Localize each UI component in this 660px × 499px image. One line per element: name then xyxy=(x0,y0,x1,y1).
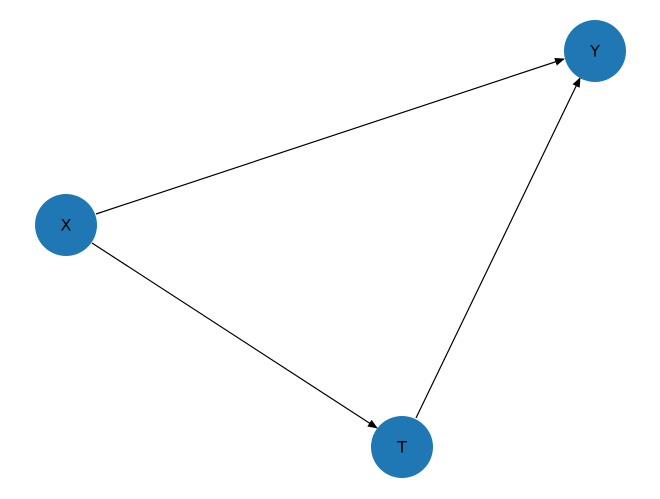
edges-layer xyxy=(91,58,581,429)
edge-x-to-y xyxy=(95,58,565,215)
node-t-label: T xyxy=(396,438,407,457)
node-x-circle xyxy=(35,194,97,256)
node-y: Y xyxy=(564,20,626,82)
edge-x-to-t xyxy=(91,242,378,429)
node-t-circle xyxy=(371,416,433,478)
node-t: T xyxy=(371,416,433,478)
node-x: X xyxy=(35,194,97,256)
node-y-label: Y xyxy=(589,42,600,61)
node-x-label: X xyxy=(61,216,72,235)
node-y-circle xyxy=(564,20,626,82)
edge-t-to-y xyxy=(415,77,581,419)
